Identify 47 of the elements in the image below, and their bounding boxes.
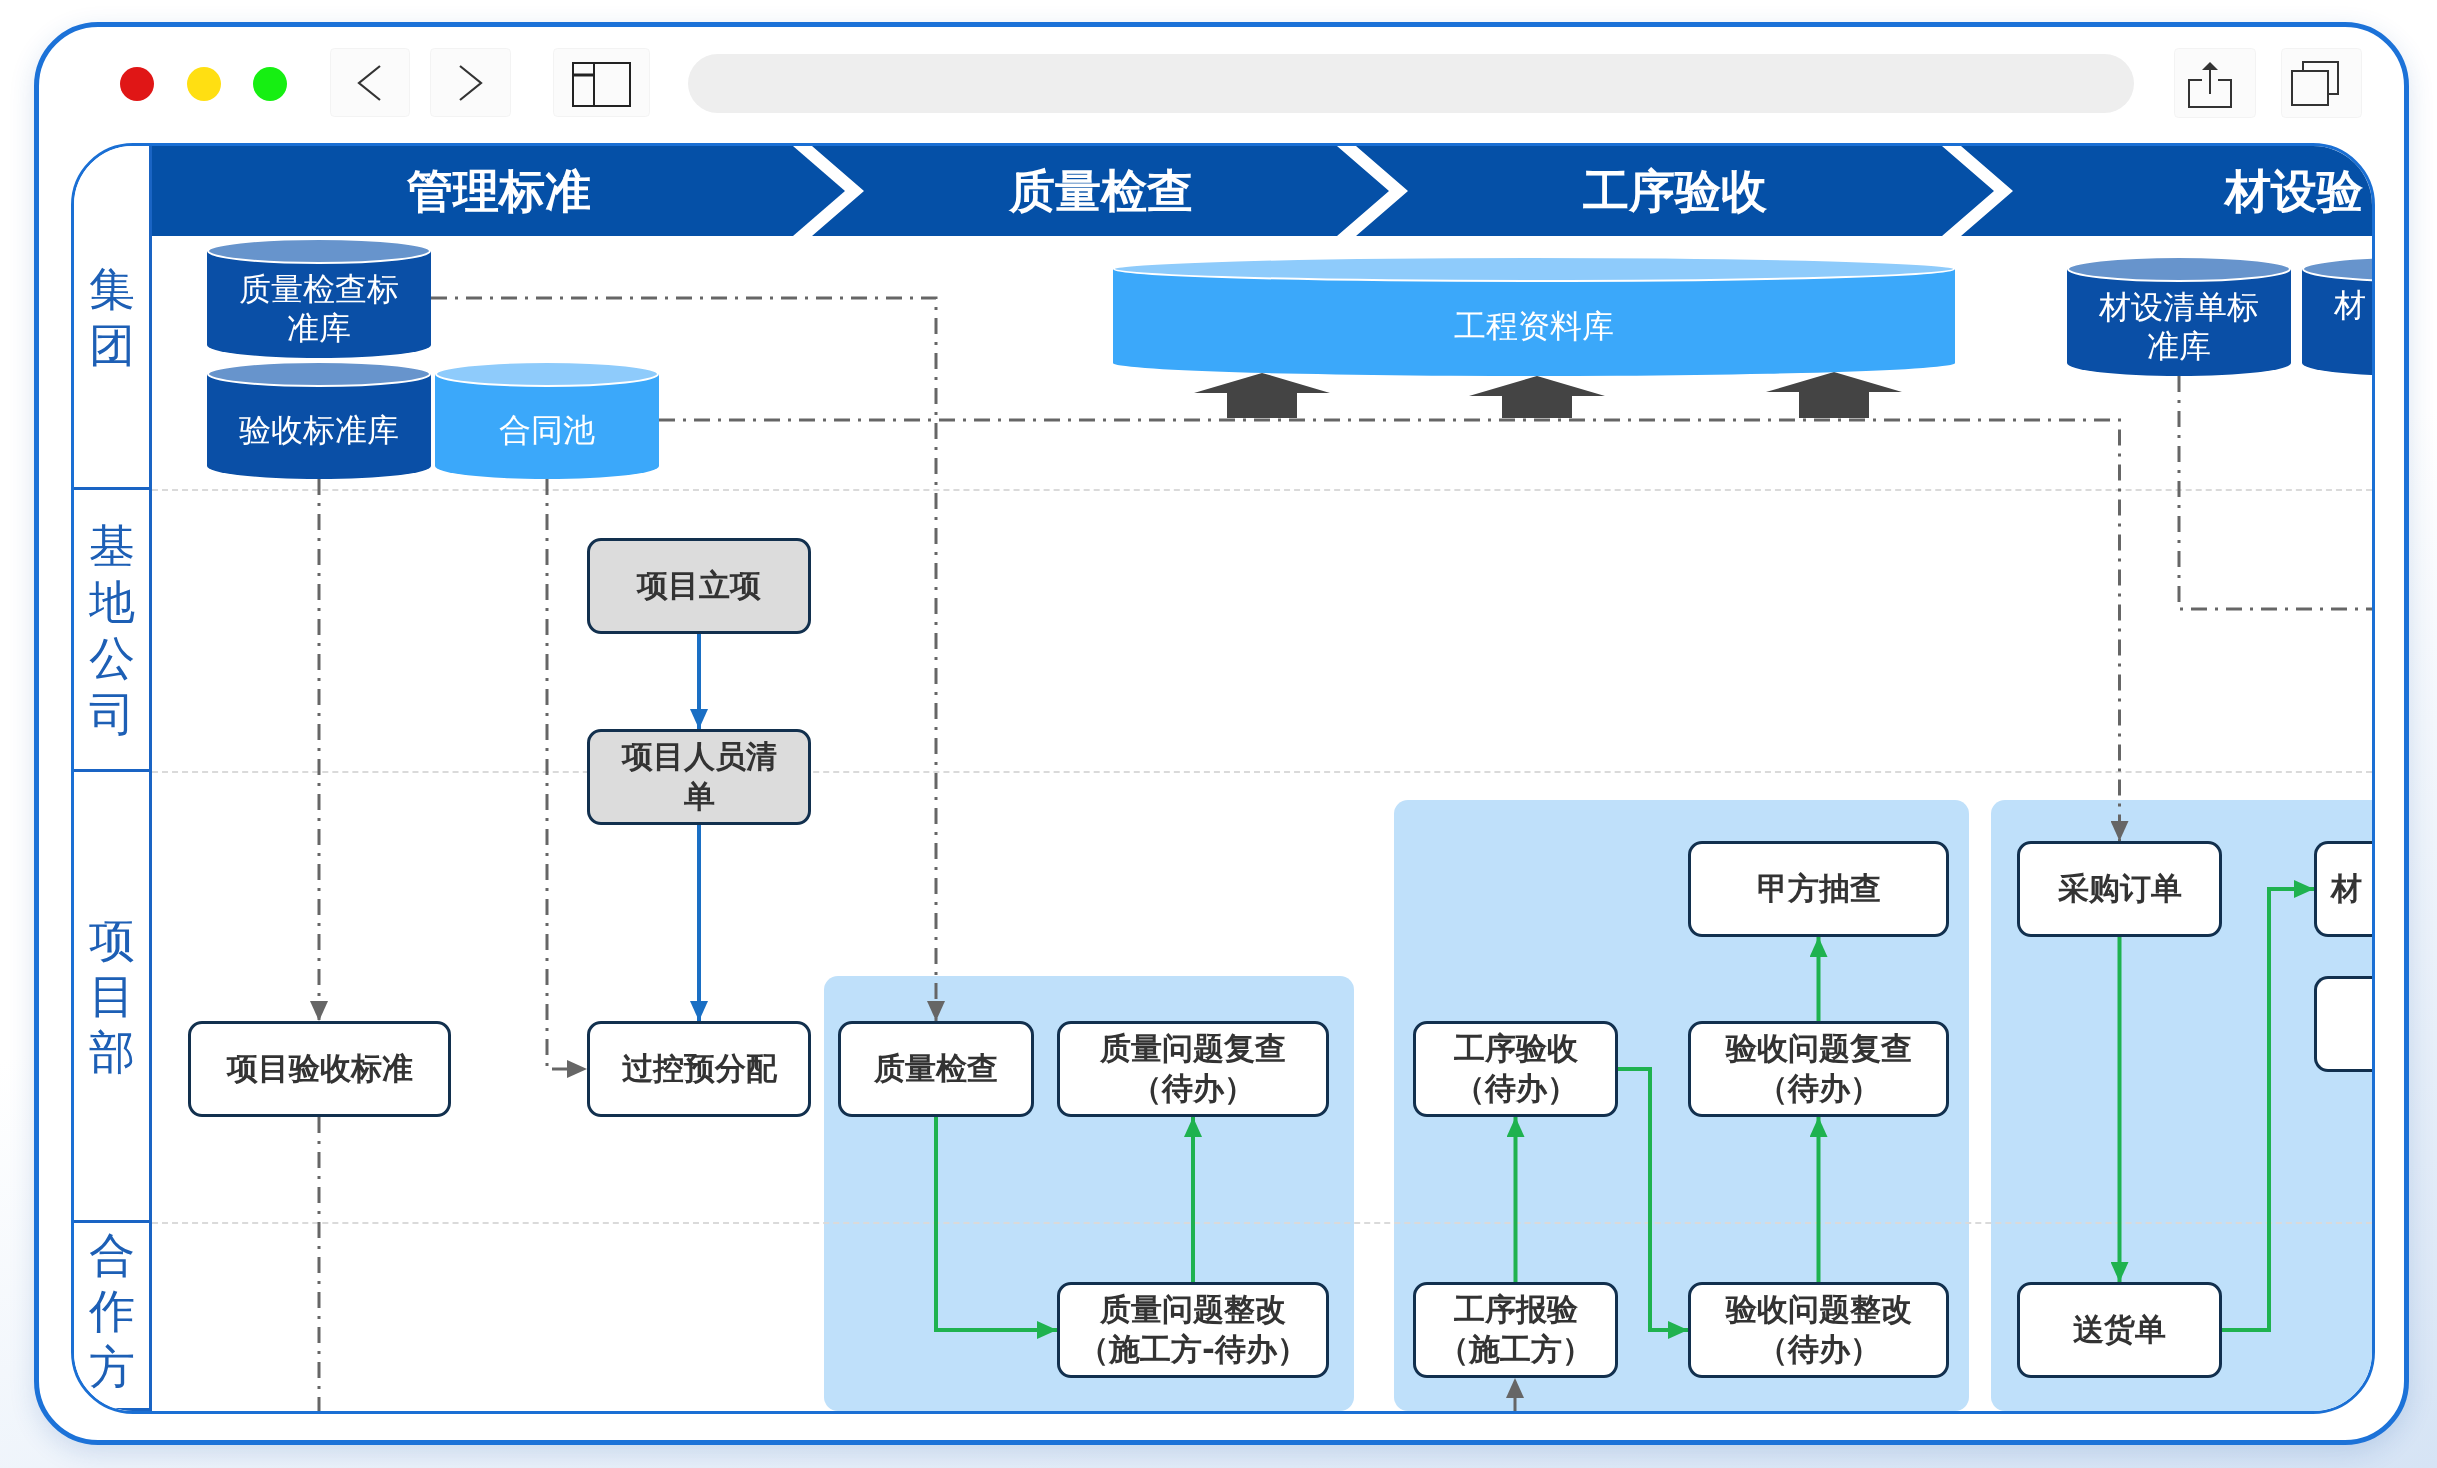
chevron-header: 材设验: [1961, 146, 2372, 236]
process-box: 项目立项: [587, 538, 811, 634]
dashed-line: [2177, 376, 2372, 611]
arrow: [1809, 937, 1828, 1021]
swimlane-header: 项目部: [74, 772, 152, 1223]
process-box: 采购订单: [2017, 841, 2222, 937]
group-panel: [1394, 800, 1969, 1411]
process-box: 材: [2314, 841, 2372, 937]
process-box: 质量问题复查（待办）: [1057, 1021, 1329, 1117]
block-arrow: [1766, 372, 1902, 418]
swimlane-header: 基地公司: [74, 490, 152, 772]
chevron-header: 管理标准: [152, 146, 845, 236]
process-box: [2314, 976, 2372, 1072]
dashed-arrow: [659, 418, 2129, 841]
chevron-header: 质量检查: [812, 146, 1389, 236]
group-panel: [824, 976, 1354, 1411]
dashed-arrow: [431, 296, 945, 1021]
group-panel: [1991, 800, 2372, 1411]
arrow: [1184, 1117, 1202, 1282]
swimlane-header: 集团: [74, 146, 152, 490]
arrow: [1809, 1117, 1828, 1282]
arrow: [690, 634, 708, 729]
process-box: 质量检查: [838, 1021, 1034, 1117]
process-box: 甲方抽查: [1688, 841, 1949, 937]
process-box: 项目验收标准: [188, 1021, 451, 1117]
dashed-arrow: [545, 479, 587, 1078]
dashed-line: [317, 1117, 321, 1411]
process-box: 工序验收（待办）: [1413, 1021, 1618, 1117]
process-box: 送货单: [2017, 1282, 2222, 1378]
arrow: [690, 825, 708, 1021]
arrow: [1506, 1117, 1525, 1282]
process-box: 项目人员清单: [587, 729, 811, 825]
arrow: [934, 1117, 1057, 1339]
swimlane-header: 合作方: [74, 1223, 152, 1411]
process-box: 质量问题整改（施工方-待办）: [1057, 1282, 1329, 1378]
block-arrow: [1194, 372, 1330, 418]
process-box: 工序报验（施工方）: [1413, 1282, 1618, 1378]
block-arrow: [1469, 376, 1605, 418]
chevron-header: 工序验收: [1356, 146, 1994, 236]
arrow: [2110, 937, 2129, 1282]
arrow: [2222, 880, 2314, 1332]
process-box: 过控预分配: [587, 1021, 811, 1117]
dashed-arrow: [310, 479, 328, 1021]
process-box: 验收问题整改（待办）: [1688, 1282, 1949, 1378]
dashed-arrow: [1506, 1378, 1524, 1411]
arrow: [1618, 1067, 1688, 1339]
process-box: 验收问题复查（待办）: [1688, 1021, 1949, 1117]
